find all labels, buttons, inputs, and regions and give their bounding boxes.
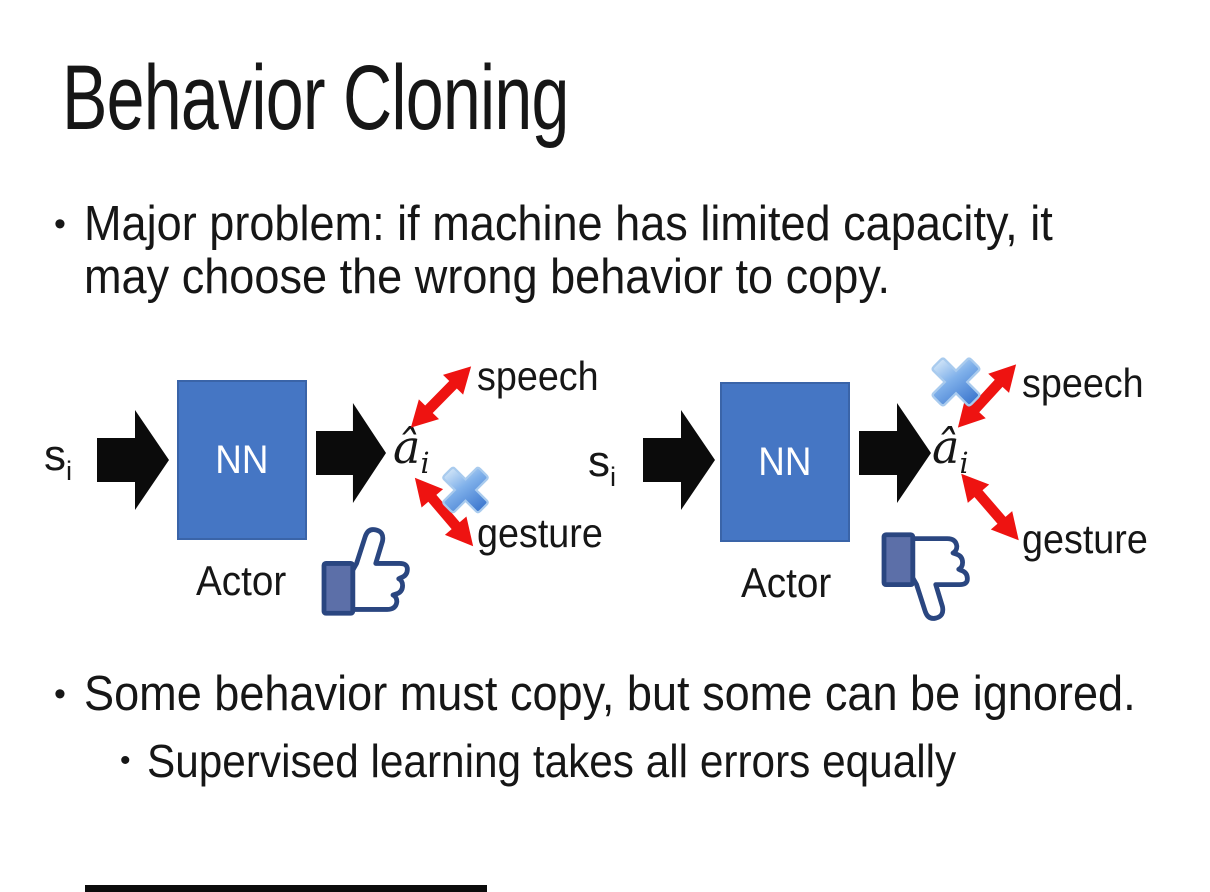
bullet-text-block: Some behavior must copy, but some can be… — [84, 668, 1136, 721]
action-symbol: â — [393, 420, 421, 474]
bullet-text-block: Supervised learning takes all errors equ… — [147, 736, 956, 786]
nn-box: NN — [177, 380, 307, 540]
gesture-label: gesture — [1022, 516, 1159, 562]
gesture-label-text: gesture — [1022, 516, 1148, 562]
action-symbol: â — [932, 420, 960, 474]
output-arrow-icon — [316, 403, 386, 503]
gesture-double-arrow-icon — [950, 464, 1030, 550]
nn-box-label: NN — [758, 439, 812, 484]
state-input-label: si — [588, 440, 616, 490]
bullet-marker: • — [54, 675, 66, 713]
speech-label: speech — [1022, 360, 1154, 406]
gesture-label: gesture — [477, 510, 614, 556]
thumbs-up-icon — [320, 527, 420, 619]
bullet-line: Supervised learning takes all errors equ… — [146, 735, 956, 787]
input-arrow-icon — [643, 410, 715, 510]
nn-box-label: NN — [215, 437, 269, 482]
cross-icon — [926, 351, 986, 413]
speech-label-text: speech — [477, 353, 599, 399]
page-title: Behavior Cloning — [62, 50, 747, 147]
speech-double-arrow-icon — [947, 354, 1027, 438]
actor-label-text: Actor — [196, 557, 287, 604]
thumbs-down-icon — [880, 529, 980, 621]
speech-label-text: speech — [1022, 360, 1144, 406]
state-symbol: s — [588, 437, 610, 486]
bottom-cutoff-bar — [85, 885, 487, 892]
input-arrow-icon — [97, 410, 169, 510]
gesture-double-arrow-icon — [403, 468, 484, 556]
actor-label: Actor — [196, 557, 294, 605]
action-subscript: i — [959, 447, 969, 481]
predicted-action-label: âi — [393, 424, 430, 479]
bullet-item-some-behavior: • Some behavior must copy, but some can … — [54, 668, 1210, 721]
speech-label: speech — [477, 353, 609, 399]
state-input-label: si — [44, 434, 72, 484]
gesture-label-text: gesture — [477, 510, 603, 556]
bullet-item-supervised-learning: • Supervised learning takes all errors e… — [120, 736, 1026, 786]
state-subscript: i — [610, 460, 617, 492]
cross-icon — [437, 459, 494, 521]
page-title-text: Behavior Cloning — [62, 47, 569, 149]
action-subscript: i — [420, 447, 430, 481]
speech-double-arrow-icon — [400, 356, 482, 438]
bullet-line: Some behavior must copy, but some can be… — [83, 667, 1136, 721]
state-subscript: i — [66, 454, 73, 486]
actor-label: Actor — [741, 559, 839, 607]
output-arrow-icon — [859, 403, 931, 503]
bullet-line: Major problem: if machine has limited ca… — [83, 197, 1053, 251]
predicted-action-label: âi — [932, 424, 969, 479]
bullet-line: may choose the wrong behavior to copy. — [83, 250, 890, 304]
nn-box: NN — [720, 382, 850, 542]
state-symbol: s — [44, 431, 66, 480]
actor-label-text: Actor — [741, 559, 832, 606]
bullet-marker: • — [120, 744, 131, 777]
bullet-text-block: Major problem: if machine has limited ca… — [84, 198, 1053, 304]
bullet-item-major-problem: • Major problem: if machine has limited … — [54, 198, 1137, 304]
bullet-marker: • — [54, 205, 66, 243]
